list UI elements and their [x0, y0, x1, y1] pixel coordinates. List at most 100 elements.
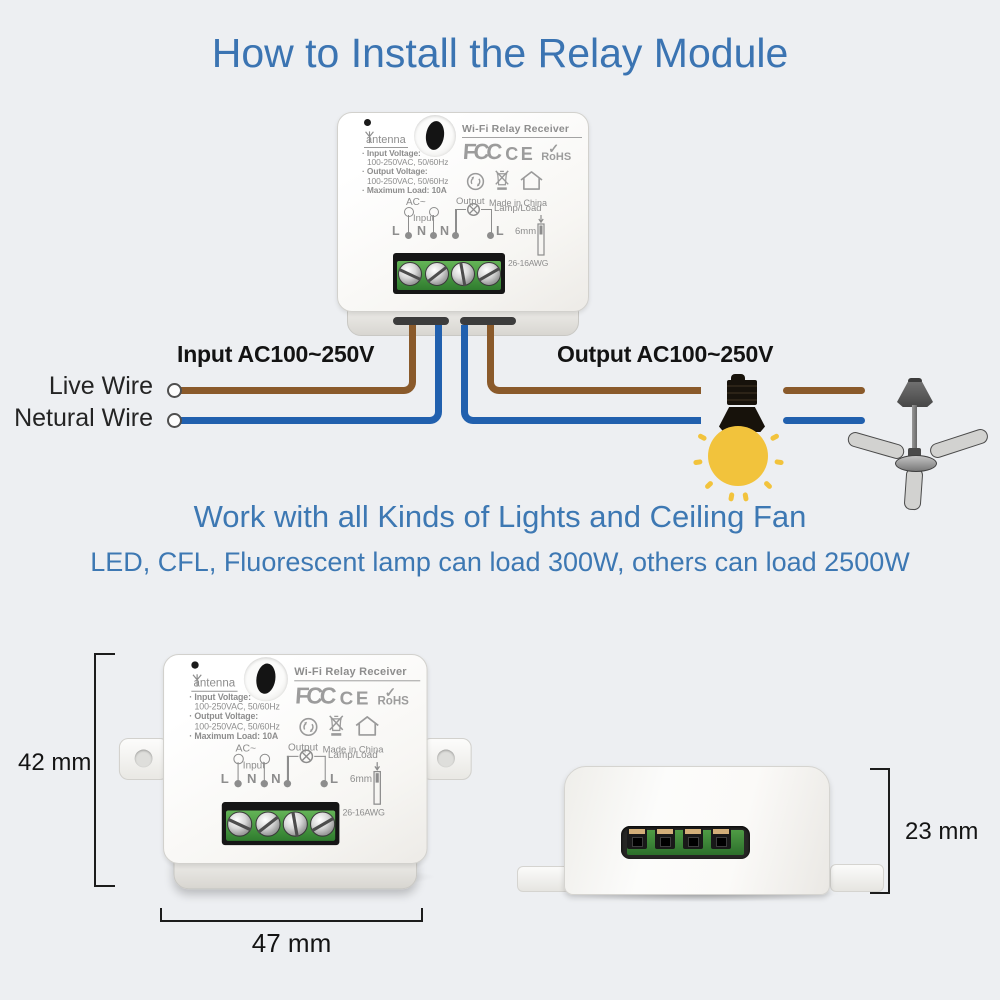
led-indicator [364, 119, 371, 126]
ce-logo: CE [339, 687, 372, 709]
depth-dimension-label: 23 mm [905, 818, 979, 845]
neutral-wire-label: Netural Wire [14, 404, 153, 432]
certification-logos: FCC CE ✓RoHS [462, 139, 571, 164]
fan-blade-left [846, 430, 906, 461]
circuit-line [324, 755, 326, 783]
height-dimension-label: 42 mm [18, 749, 92, 776]
circuit-line [432, 215, 434, 233]
input-label: Input [242, 760, 265, 772]
terminal-label-n: N [440, 224, 450, 238]
check-icon: ✓ [548, 141, 560, 156]
mounting-ear-left [118, 738, 170, 780]
width-bracket-line [160, 920, 423, 922]
made-in-label: Made in China [489, 198, 548, 208]
antenna-icon [192, 674, 202, 687]
rohs-logo: ✓RoHS [541, 142, 571, 163]
spec-lines: · Input Voltage: 100-250VAC, 50/60Hz · O… [362, 148, 476, 195]
fcc-logo: FCC [462, 139, 501, 164]
product-name: Wi-Fi Relay Receiver [462, 123, 582, 138]
fan-ceiling-mount [908, 378, 922, 384]
circuit-line [455, 208, 457, 235]
terminal-dot [233, 780, 242, 788]
antenna-label: antenna [191, 674, 238, 692]
light-ray [703, 479, 714, 490]
terminal-block [221, 802, 340, 846]
wire-connector [655, 828, 675, 849]
neutral-wire-connector [167, 413, 182, 428]
load-heading: LED, CFL, Fluorescent lamp can load 300W… [90, 547, 910, 577]
live-wire-connector [167, 383, 182, 398]
ce-logo: CE [505, 144, 536, 164]
mounting-tab-right [830, 864, 884, 892]
input-terminal-ring-n [259, 753, 271, 765]
weee-bin-icon [329, 715, 344, 736]
width-bracket-tick-right [421, 908, 423, 922]
width-dimension-label: 47 mm [251, 928, 332, 958]
led-indicator [191, 661, 199, 669]
live-wire-label: Live Wire [48, 372, 153, 400]
input-terminal-ring-l [233, 753, 244, 765]
circuit-line [481, 208, 492, 210]
input-label: Input [413, 213, 435, 224]
circuit-line [490, 208, 492, 235]
made-in-label: Made in China [322, 744, 384, 755]
light-ray [696, 432, 707, 442]
terminal-dot [404, 232, 412, 239]
spec-line: 100-250VAC, 50/60Hz [194, 720, 280, 732]
terminal-dot [451, 232, 459, 239]
button-knob [414, 115, 456, 157]
terminal-screw [282, 811, 308, 837]
mounting-ear-right [583, 220, 631, 260]
spec-line: · Input Voltage: [189, 691, 251, 703]
lamp-load-label: Lamp/Load [327, 749, 378, 762]
spec-line: 100-250VAC, 50/60Hz [367, 175, 449, 186]
terminal-dot [320, 780, 328, 788]
fan-blade-right [928, 427, 990, 460]
terminal-label-l: L [392, 224, 400, 238]
terminal-screw [310, 811, 336, 837]
fcc-logo: FCC [294, 682, 335, 709]
terminal-screw [424, 262, 449, 286]
terminal-block [393, 253, 505, 294]
terminal-label-l: L [496, 224, 504, 238]
relay-module-top-view: Wi-Fi Relay Receiver antenna · Input Vol… [295, 112, 631, 336]
circuit-line [237, 762, 239, 782]
spec-line: · Input Voltage: [362, 148, 421, 158]
circuit-line [314, 755, 326, 757]
terminal-label-n: N [271, 771, 281, 787]
fan-motor-hub [895, 455, 937, 472]
depth-bracket-tick-top [870, 768, 890, 770]
height-bracket-line [94, 653, 96, 887]
circuit-line [286, 755, 299, 757]
module-body: Wi-Fi Relay Receiver antenna · Input Vol… [163, 654, 428, 864]
live-wire-input [180, 325, 416, 394]
lamp-load-label: Lamp/Load [494, 203, 542, 214]
light-ray [769, 432, 780, 442]
circuit-line [407, 215, 409, 233]
ac-label: AC~ [235, 743, 257, 755]
depth-bracket-line [888, 768, 890, 894]
wire-connector [711, 828, 731, 849]
circuit-line [286, 755, 289, 783]
live-wire-output [487, 325, 701, 394]
antenna-text: antenna [191, 677, 238, 692]
mounting-ear-left [295, 220, 343, 260]
terminal-label-n: N [247, 771, 257, 787]
light-ray [692, 458, 703, 465]
terminal-window [621, 826, 750, 859]
compliance-symbols [466, 169, 544, 191]
terminal-screw [254, 811, 281, 837]
fan-downrod [912, 405, 917, 458]
terminal-screw [227, 811, 253, 837]
check-icon: ✓ [384, 684, 397, 701]
terminal-label-n: N [417, 224, 427, 238]
spec-line: 100-250VAC, 50/60Hz [367, 157, 449, 168]
circuit-line [455, 208, 466, 210]
wire-strip-icon [373, 762, 381, 805]
light-ray [773, 458, 784, 465]
terminal-label-l: L [220, 771, 229, 787]
wire-connector [683, 828, 703, 849]
neutral-wire-to-fan [783, 417, 865, 424]
depth-bracket-tick-bottom [870, 892, 890, 894]
